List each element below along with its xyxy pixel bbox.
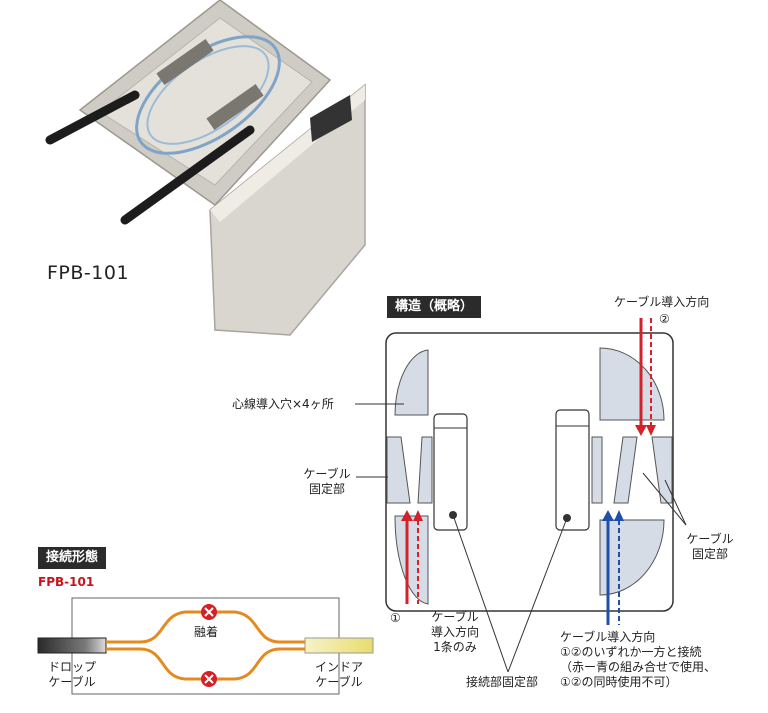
cable-fix-right-c bbox=[651, 436, 673, 504]
direction-arrow-red-left bbox=[401, 510, 423, 604]
fpb-101-box-illustration bbox=[45, 0, 366, 336]
fusion-mark-top-icon bbox=[201, 604, 217, 620]
fusion-mark-bottom-icon bbox=[201, 671, 217, 687]
direction-arrow-red-top bbox=[635, 318, 656, 436]
drop-cable-bar bbox=[37, 637, 107, 654]
label-direction-right: ケーブル導入方向 ①②のいずれか一方と接続 （赤ー青の組み合せで使用、 ①②の同… bbox=[560, 630, 717, 689]
label-cable-fix-right: ケーブル 固定部 bbox=[686, 532, 734, 561]
connection-model: FPB-101 bbox=[38, 575, 95, 589]
indoor-cable-bar bbox=[304, 637, 374, 654]
core-hole-top-left bbox=[394, 349, 429, 416]
splice-holder-left bbox=[433, 413, 468, 531]
cable-fix-right-b bbox=[613, 436, 638, 504]
cable-fix-right-a bbox=[591, 436, 603, 504]
label-fusion: 融着 bbox=[194, 625, 219, 639]
connection-heading: 接続形態 bbox=[38, 547, 107, 569]
product-model: FPB-101 bbox=[47, 262, 130, 284]
label-direction-left: ケーブル 導入方向 1条のみ bbox=[430, 610, 479, 654]
label-direction-top: ケーブル導入方向 bbox=[614, 295, 710, 309]
label-drop-cable: ドロップ ケーブル bbox=[47, 660, 96, 689]
cable-fix-left-a bbox=[386, 436, 411, 504]
product-photo bbox=[40, 0, 370, 340]
label-direction-top-num: ② bbox=[659, 312, 670, 326]
cable-fix-left-b bbox=[417, 436, 433, 504]
structure-heading: 構造（概略） bbox=[387, 296, 482, 318]
splice-holder-right bbox=[555, 409, 590, 531]
direction-arrow-blue-right bbox=[602, 510, 624, 625]
core-hole-top-right bbox=[599, 347, 665, 421]
label-cable-fix-left: ケーブル 固定部 bbox=[303, 467, 351, 496]
label-indoor-cable: インドア ケーブル bbox=[314, 660, 363, 689]
structure-box-outline bbox=[385, 332, 674, 612]
label-direction-left-num: ① bbox=[390, 611, 401, 625]
label-splice-fix: 接続部固定部 bbox=[466, 675, 539, 689]
fiber-paths bbox=[106, 610, 305, 681]
label-core-holes: 心線導入穴×4ヶ所 bbox=[232, 397, 334, 411]
